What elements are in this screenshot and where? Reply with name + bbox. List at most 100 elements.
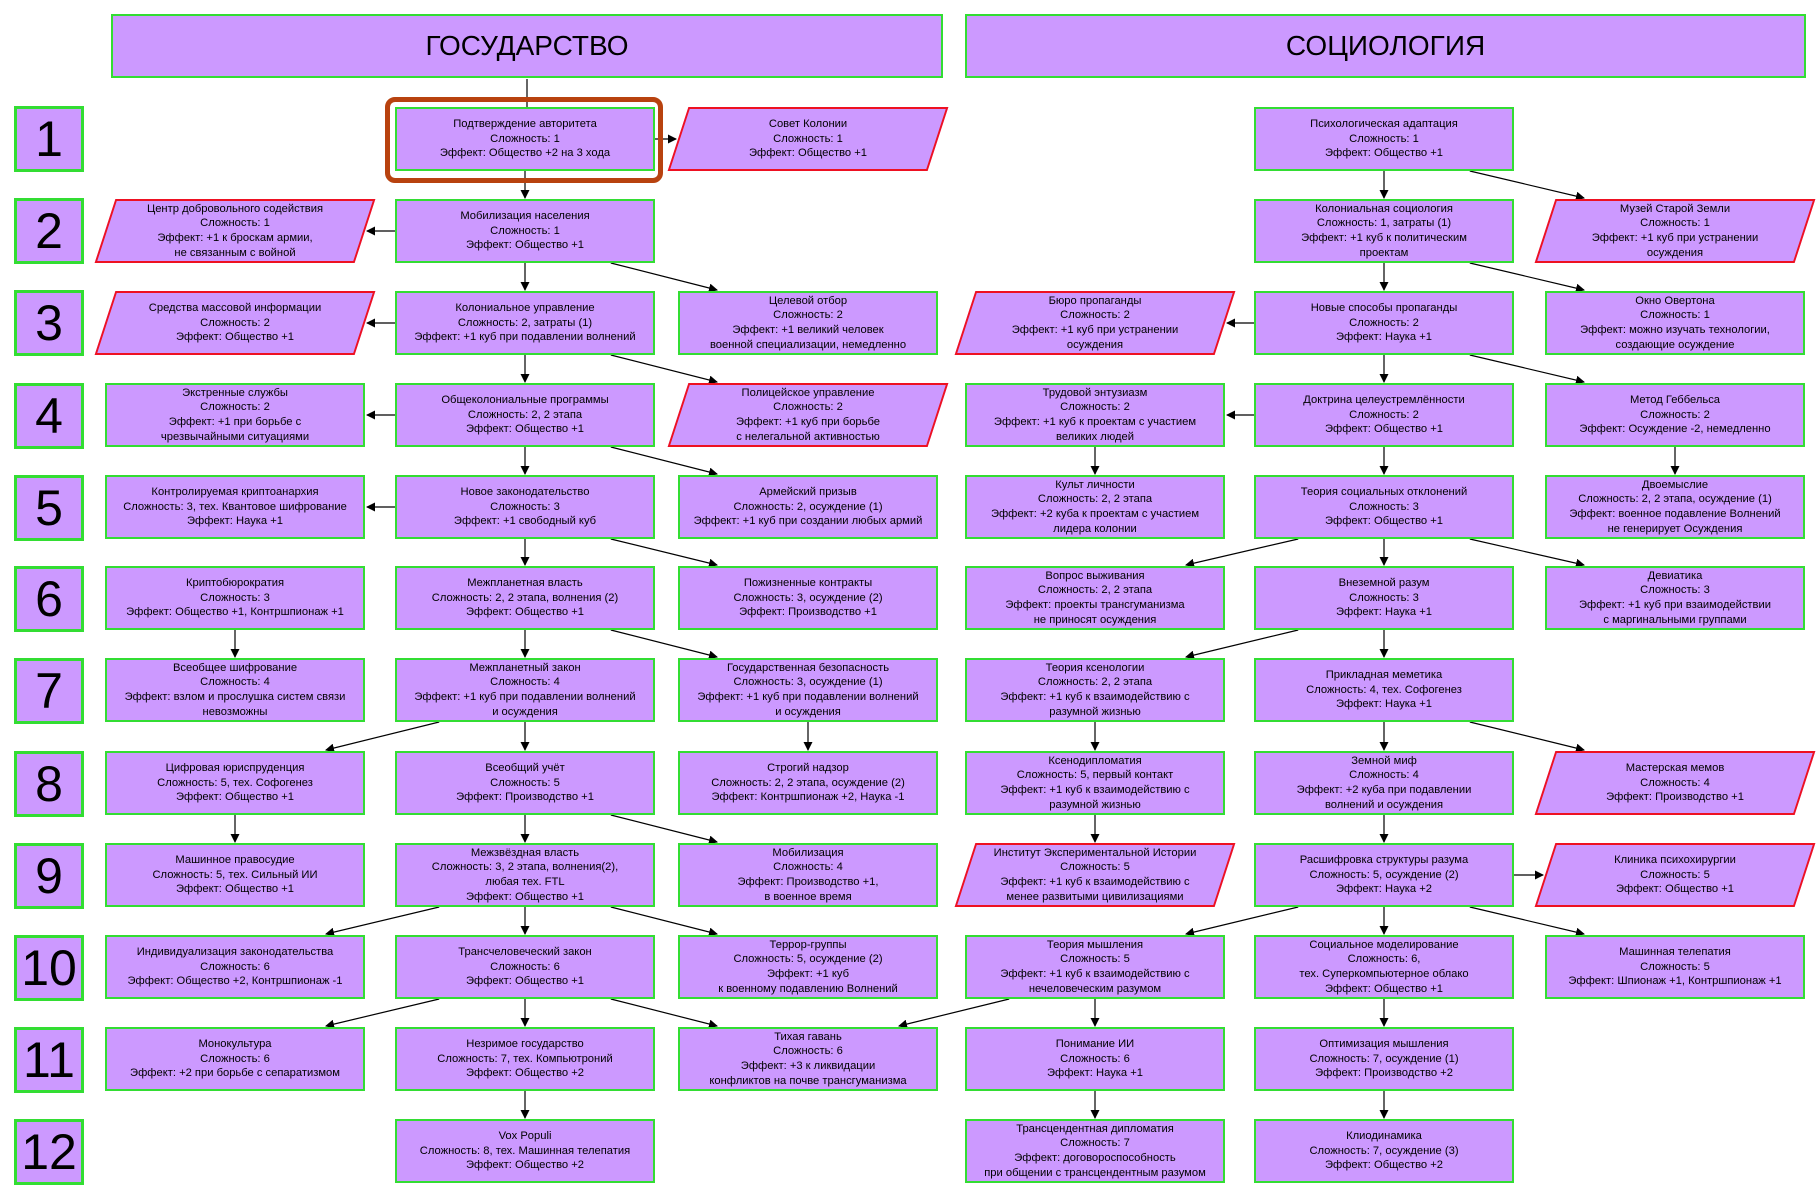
tech-node-detail: Эффект: +1 куб к политическим <box>1301 232 1467 244</box>
tech-node-title: Террор-группы <box>769 938 847 951</box>
tech-node-detail: Сложность: 4 <box>200 676 270 689</box>
row-label-4: 4 <box>14 383 84 449</box>
tech-node-detail: Сложность: 3, 2 этапа, волнения(2), <box>431 861 619 874</box>
tech-node-detail: Эффект: договороспособность <box>1014 1152 1176 1164</box>
connector-arrow <box>1469 906 1585 937</box>
tech-node-title: Клиника психохирургии <box>1614 854 1736 867</box>
tech-node-detail: Эффект: +1 куб к взаимодействию с <box>1000 968 1190 980</box>
connector-arrow <box>1469 721 1585 753</box>
tech-node-title: Трансчеловеческий закон <box>458 946 592 959</box>
tech-node-detail: великих людей <box>1056 430 1134 443</box>
tech-node-detail: Сложность: 1 <box>1349 132 1419 145</box>
tech-node-detail: Сложность: 1 <box>200 217 270 230</box>
tech-node-detail: военной специализации, немедленно <box>709 338 907 351</box>
connector-arrow <box>1185 538 1299 568</box>
connector-arrow <box>1469 170 1585 201</box>
tech-node-detail: Сложность: 2, 2 этапа <box>1037 584 1153 597</box>
tech-node-detail: Сложность: 3, осуждение (2) <box>733 591 883 604</box>
tech-node-detail: Сложность: 6 <box>1060 1052 1130 1065</box>
tech-node-detail: Сложность: 4 <box>490 676 560 689</box>
tech-node-detail: Эффект: Общество +1 <box>465 890 585 903</box>
tech-node-title: Межпланетная власть <box>467 577 583 590</box>
tech-node-detail: и осуждения <box>775 705 841 718</box>
tech-node-detail: Эффект: +1 куб при взаимодействии <box>1578 599 1772 611</box>
tech-node-detail: Эффект: Производство +1 <box>456 791 594 804</box>
tech-node-detail: Сложность: 2, 2 этапа <box>1037 493 1153 506</box>
tech-node-detail: Сложность: 3 <box>200 591 270 604</box>
tech-node-detail: Сложность: 5 <box>490 776 560 789</box>
tech-node-detail: не приносят осуждения <box>1033 613 1157 626</box>
row-label-7: 7 <box>14 658 84 724</box>
tech-node-detail: Эффект: Общество +1 <box>465 239 585 252</box>
tech-node-title: Государственная безопасность <box>726 661 890 674</box>
connector-arrow <box>1469 262 1585 293</box>
connector-arrow <box>325 721 440 753</box>
tech-node-detail: Сложность: 3 <box>490 500 560 513</box>
tech-node-detail: проектам <box>1359 246 1409 259</box>
tech-node-detail: Эффект: Наука +1 <box>186 515 284 528</box>
